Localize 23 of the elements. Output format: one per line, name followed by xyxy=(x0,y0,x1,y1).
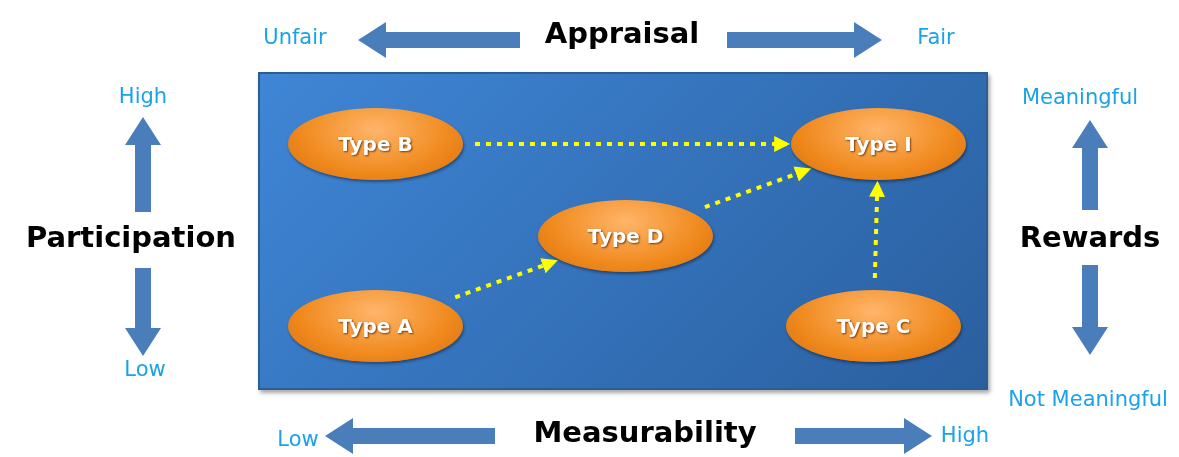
type-label: Type C xyxy=(836,314,911,338)
panel-background xyxy=(258,72,988,390)
axis-title: Appraisal xyxy=(544,15,700,53)
dotted-arrow xyxy=(869,180,886,279)
type-label: Type B xyxy=(338,132,413,156)
type-ellipse xyxy=(538,200,713,272)
axis-end-label: Low xyxy=(277,426,319,454)
axis-end-label: High xyxy=(118,83,168,111)
type-label: Type I xyxy=(845,132,912,156)
axis-end-label: Unfair xyxy=(263,24,327,52)
type-label: Type A xyxy=(338,314,413,338)
axis-end-label: Not Meaningful xyxy=(1007,386,1169,414)
axis-end-label: Low xyxy=(124,356,166,384)
dotted-arrow xyxy=(475,136,791,152)
type-label: Type D xyxy=(587,224,664,248)
dotted-arrow xyxy=(704,166,812,209)
axis-end-label: High xyxy=(940,422,990,450)
dotted-arrow xyxy=(454,258,558,300)
axis-title: Rewards xyxy=(1019,219,1161,257)
axis-end-label: Meaningful xyxy=(1021,84,1139,112)
axis-title: Participation xyxy=(26,219,236,257)
axis-end-label: Fair xyxy=(917,24,955,52)
axis-title: Measurability xyxy=(533,414,757,452)
